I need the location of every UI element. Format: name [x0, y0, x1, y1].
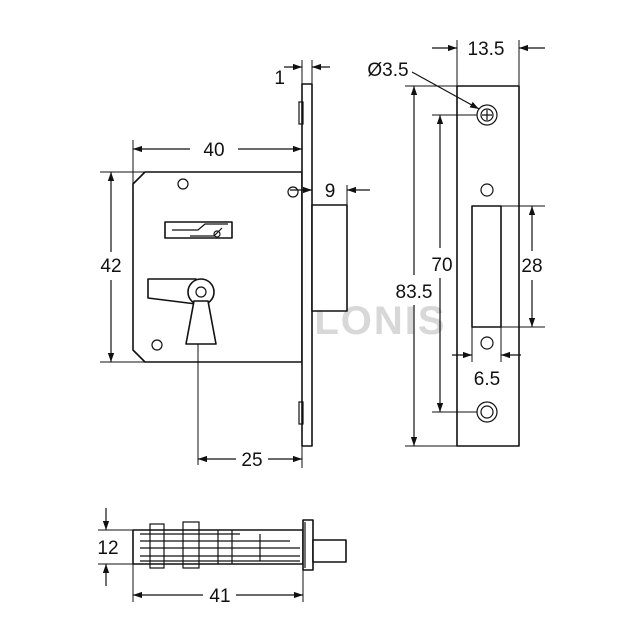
dim-label-backset: 25 — [241, 450, 262, 471]
bottom-bolt — [312, 539, 347, 563]
dim-body-width: 40 — [132, 140, 302, 184]
dim-label-strike-width: 13.5 — [468, 39, 505, 60]
dim-strike-length: 83.5 — [396, 85, 457, 447]
dim-label-hole-spacing: 70 — [431, 255, 452, 276]
dim-label-bottom-length: 41 — [209, 586, 230, 607]
dim-screw-hole-diameter: Ø3.5 — [367, 60, 480, 110]
dim-bottom-thickness: 12 — [97, 508, 150, 586]
strike-plate — [456, 85, 520, 447]
case-rivet-bottom — [151, 339, 163, 351]
dim-strike-width: 13.5 — [432, 39, 545, 86]
lock-case — [132, 171, 303, 363]
dim-label-bolt-projection: 9 — [325, 181, 336, 202]
strike-small-hole-bottom — [480, 336, 494, 350]
dim-label-body-width: 40 — [203, 140, 224, 161]
dim-bottom-length: 41 — [132, 564, 304, 607]
dim-label-faceplate-thickness: 1 — [274, 68, 285, 89]
faceplate — [301, 83, 313, 447]
dim-backset: 25 — [198, 446, 303, 471]
dim-opening-offset: 6.5 — [452, 327, 521, 390]
dim-bolt-opening-height: 28 — [501, 205, 545, 328]
strike-small-hole-top — [480, 183, 494, 197]
dim-label-strike-length: 83.5 — [396, 282, 433, 303]
latch-slot — [164, 221, 233, 239]
lock-body-front-view — [132, 83, 348, 465]
dim-label-bolt-opening-height: 28 — [521, 256, 542, 277]
dim-label-body-height: 42 — [100, 256, 121, 277]
keyhole-icon — [147, 278, 217, 345]
dim-label-screw-hole-diameter: Ø3.5 — [367, 60, 408, 81]
faceplate-screw-top — [298, 101, 304, 125]
case-rivet-top — [177, 178, 189, 190]
case-rivet-right — [287, 186, 299, 198]
dim-label-opening-offset: 6.5 — [474, 369, 500, 390]
dim-label-bottom-thickness: 12 — [97, 538, 118, 559]
dim-bolt-projection: 9 — [290, 181, 370, 205]
faceplate-screw-bottom — [298, 401, 304, 425]
dim-hole-spacing: 70 — [431, 114, 477, 413]
dim-body-height: 42 — [100, 171, 145, 363]
lock-bottom-view — [132, 519, 347, 571]
dim-faceplate-thickness: 1 — [274, 60, 330, 89]
strike-bolt-opening — [471, 205, 502, 328]
deadbolt — [311, 204, 348, 312]
